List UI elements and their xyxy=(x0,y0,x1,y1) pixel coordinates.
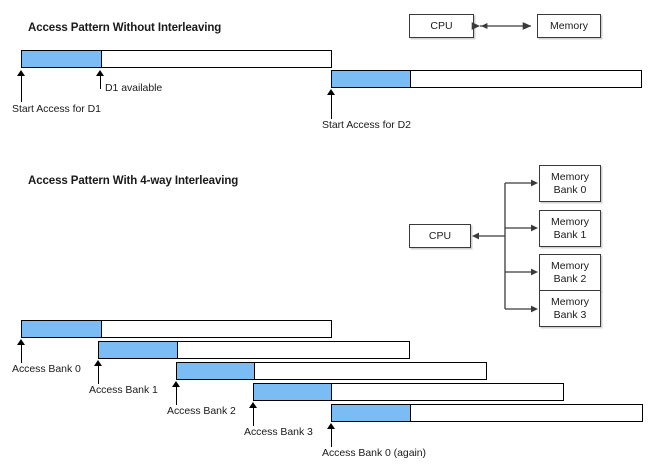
timeline-bar-d2-busy xyxy=(332,71,411,87)
timeline-bar-bank0 xyxy=(21,320,332,338)
marker-access-bank-1 xyxy=(94,360,103,384)
cpu-box-interleaved: CPU xyxy=(409,224,471,248)
timeline-bar-bank0-again-busy xyxy=(332,405,411,421)
marker-start-access-d1 xyxy=(17,70,26,102)
cpu-memory-arrow-right-head xyxy=(524,23,531,29)
bus-to-cpu-arrow-head xyxy=(472,232,479,240)
memory-bank-2-box: Memory Bank 2 xyxy=(539,254,601,291)
cpu-box-simple-label: CPU xyxy=(430,19,453,32)
cpu-box-interleaved-label: CPU xyxy=(428,229,452,242)
bus-branch-bank-2-arrow-head xyxy=(531,268,538,276)
memory-bank-3-line2: Bank 3 xyxy=(553,308,587,321)
timeline-bar-bank1 xyxy=(98,341,410,359)
marker-access-bank-0 xyxy=(17,339,26,363)
timeline-bar-d1 xyxy=(21,50,332,68)
bus-branch-bank-3-arrow-head xyxy=(531,305,538,313)
label-access-bank-0: Access Bank 0 xyxy=(12,363,81,375)
heading-without-interleaving: Access Pattern Without Interleaving xyxy=(28,22,222,34)
memory-bank-0-box: Memory Bank 0 xyxy=(539,165,601,202)
marker-d1-available xyxy=(96,70,105,89)
timeline-bar-d1-busy xyxy=(22,51,102,67)
timeline-bar-bank2-busy xyxy=(177,363,255,379)
memory-bank-0-line1: Memory xyxy=(551,170,589,183)
marker-access-bank-0-again xyxy=(327,423,336,447)
label-d1-available: D1 available xyxy=(105,82,163,94)
memory-bank-1-box: Memory Bank 1 xyxy=(539,210,601,247)
marker-start-access-d2 xyxy=(327,89,336,119)
timeline-bar-bank1-busy xyxy=(99,342,178,358)
cpu-memory-arrow-left-head xyxy=(481,23,488,29)
cpu-box-simple: CPU xyxy=(409,14,474,38)
timeline-bar-bank2 xyxy=(176,362,487,380)
memory-bank-2-line2: Bank 2 xyxy=(553,272,587,285)
timeline-bar-bank3 xyxy=(253,383,564,401)
label-access-bank-3: Access Bank 3 xyxy=(244,426,313,438)
label-access-bank-2: Access Bank 2 xyxy=(167,405,236,417)
marker-access-bank-3 xyxy=(249,402,258,426)
label-start-access-d1: Start Access for D1 xyxy=(12,103,101,115)
memory-bank-0-line2: Bank 0 xyxy=(553,183,587,196)
timeline-bar-bank3-busy xyxy=(254,384,332,400)
label-start-access-d2: Start Access for D2 xyxy=(322,119,411,131)
memory-box-simple: Memory xyxy=(537,14,601,38)
timeline-bar-bank0-again xyxy=(331,404,643,422)
memory-bank-3-line1: Memory xyxy=(551,295,589,308)
label-access-bank-1: Access Bank 1 xyxy=(89,384,158,396)
memory-bank-1-line2: Bank 1 xyxy=(553,228,587,241)
memory-bank-1-line1: Memory xyxy=(551,215,589,228)
memory-bank-2-line1: Memory xyxy=(551,259,589,272)
memory-box-simple-label: Memory xyxy=(550,19,588,32)
memory-bank-3-box: Memory Bank 3 xyxy=(539,290,601,327)
timeline-bar-bank0-busy xyxy=(22,321,102,337)
heading-with-interleaving: Access Pattern With 4-way Interleaving xyxy=(28,175,239,187)
bus-branch-bank-1-arrow-head xyxy=(531,224,538,232)
bus-branch-bank-0-arrow-head xyxy=(531,179,538,187)
timeline-bar-d2 xyxy=(331,70,642,88)
label-access-bank-0-again: Access Bank 0 (again) xyxy=(322,447,427,459)
marker-access-bank-2 xyxy=(172,381,181,405)
